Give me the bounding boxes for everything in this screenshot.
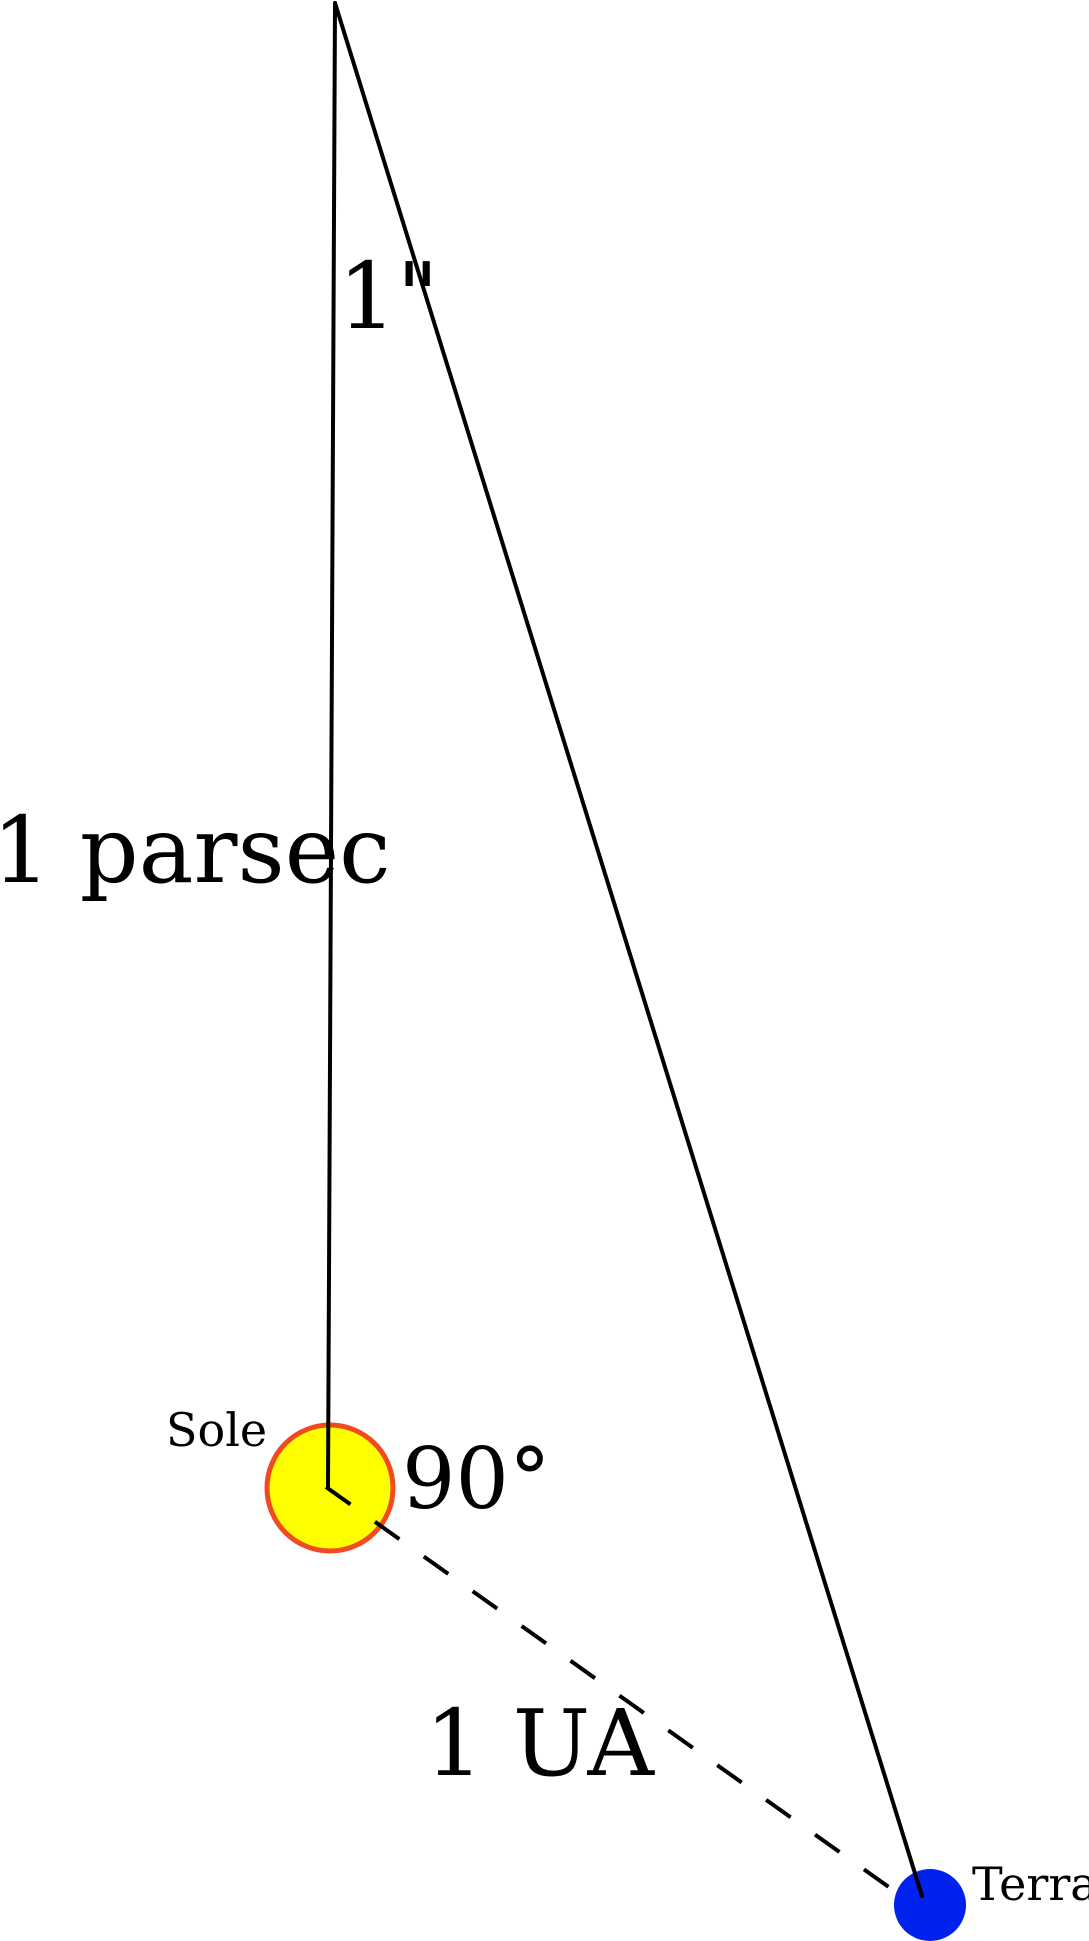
sun-label: Sole: [166, 1403, 267, 1457]
distance-label: 1 parsec: [0, 797, 391, 904]
parallax-angle-label: 1": [338, 243, 439, 350]
earth-label: Terra: [972, 1857, 1089, 1911]
parsec-line: [326, 1, 337, 1488]
baseline-label: 1 UA: [425, 1690, 655, 1797]
right-angle-label: 90°: [402, 1430, 551, 1528]
earth-circle: [894, 1869, 966, 1941]
hypotenuse-line: [333, 1, 924, 1898]
